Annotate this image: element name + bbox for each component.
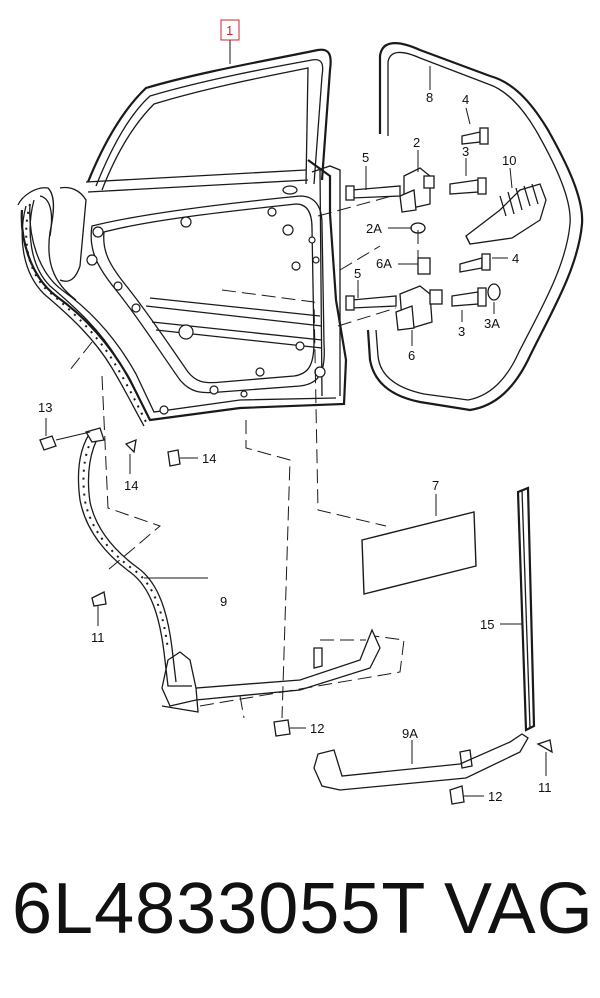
callout-3-lower: 3 [458,324,465,339]
callout-15: 15 [480,617,494,632]
callout-3a: 3A [484,316,500,331]
callout-2: 2 [413,135,420,150]
callout-8: 8 [426,90,433,105]
callout-4-lower: 4 [512,251,519,266]
window-channel-seal [366,42,584,412]
brand-name: VAG [444,869,594,949]
callout-14-left: 14 [124,478,138,493]
sill-trim-9a [313,733,529,791]
callout-6a: 6A [376,256,392,271]
callout-6: 6 [408,348,415,363]
callout-5-upper: 5 [362,150,369,165]
footer: 6L4833055T VAG [0,868,600,968]
callout-10: 10 [502,153,516,168]
assembly-lines [69,195,419,719]
callout-7: 7 [432,478,439,493]
leaders [45,40,547,797]
rear-door-shell [17,48,348,422]
door-check-strap [465,183,547,245]
callout-1-box [220,19,240,41]
insulation-pad [361,511,477,595]
hinge-screws [345,127,501,311]
callout-11-left: 11 [91,630,105,645]
vertical-weatherstrip [516,486,536,732]
callout-5-lower: 5 [354,266,361,281]
callout-9: 9 [220,594,227,609]
callout-12-left: 12 [310,721,324,736]
callout-9a: 9A [402,726,418,741]
lower-seal-assembly [77,427,405,719]
part-number: 6L4833055T [12,869,427,949]
clips [39,435,553,805]
door-seal-strip [21,199,151,427]
lower-hinge [395,257,443,331]
callout-3-upper: 3 [462,144,469,159]
callout-14-right: 14 [202,451,216,466]
callout-4-upper: 4 [462,92,469,107]
callout-12-right: 12 [488,789,502,804]
callout-2a: 2A [366,221,382,236]
callout-13: 13 [38,400,52,415]
callout-11-right: 11 [538,780,552,795]
upper-hinge [399,167,435,234]
callouts: 1 2 2A 3 3 3A 4 4 5 5 6 6A 7 8 9 9A 10 1… [38,19,552,804]
callout-1: 1 [226,23,233,38]
